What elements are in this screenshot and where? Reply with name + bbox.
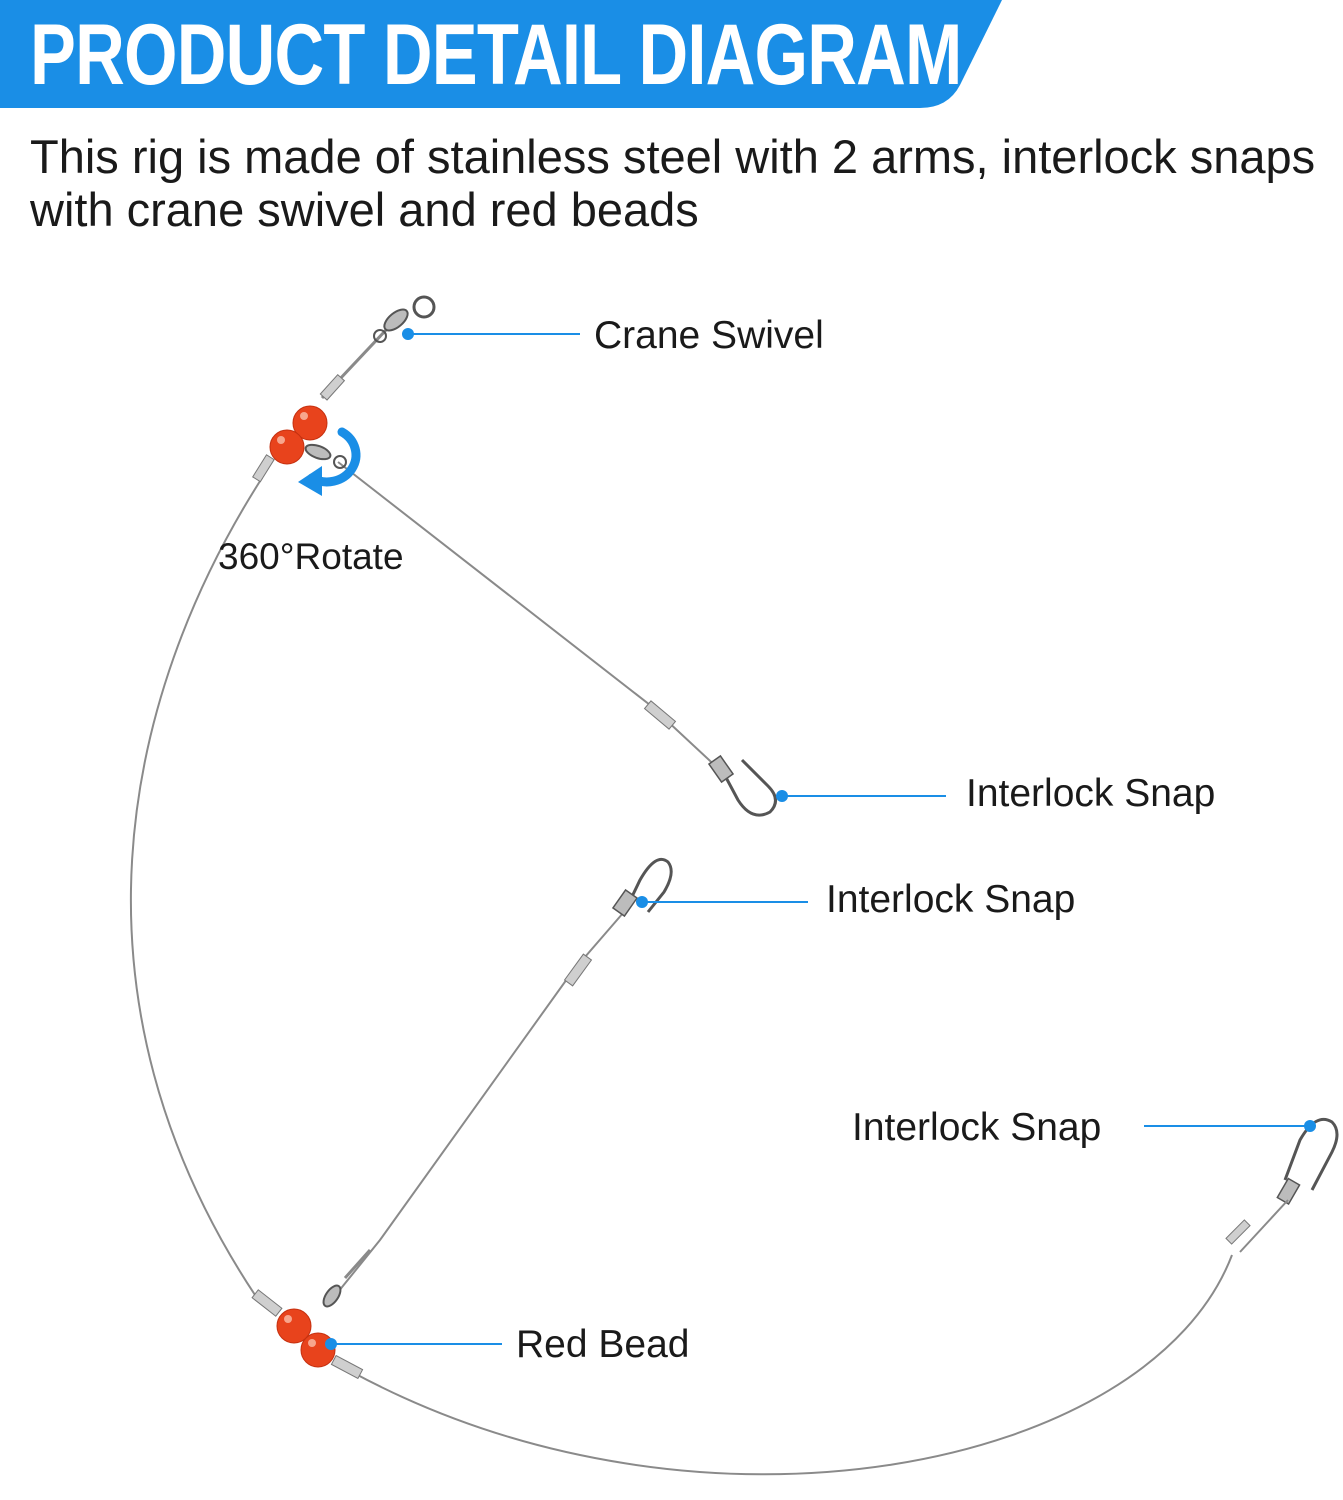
callout-dot-crane-swivel [402,328,414,340]
title-banner-shape [0,0,1002,108]
callout-dot-interlock-upper [776,790,788,802]
crimp-sleeve [330,1354,364,1380]
rotate-arrow-icon [298,427,361,496]
label-interlock-snap-right: Interlock Snap [852,1106,1101,1149]
crimp-sleeve [643,700,677,730]
crimp-sleeve [319,373,346,401]
red-bead [300,1332,336,1368]
label-red-bead: Red Bead [516,1323,689,1366]
crimp-sleeve [251,1289,283,1317]
bead-highlight [300,412,308,420]
callout-dot-interlock-middle [636,896,648,908]
page-title: PRODUCT DETAIL DIAGRAM [30,7,962,103]
crimp-sleeve [1225,1219,1251,1245]
product-description: This rig is made of stainless steel with… [30,130,1316,236]
bead-highlight [277,436,285,444]
crimp-sleeve [252,454,275,483]
lower-swivel [322,1249,372,1308]
label-interlock-snap-middle: Interlock Snap [826,878,1075,921]
interlock-snap-middle [611,857,673,918]
title-banner [0,0,1002,108]
label-interlock-snap-upper: Interlock Snap [966,772,1215,815]
callout-dot-interlock-right [1304,1120,1316,1132]
label-crane-swivel: Crane Swivel [594,314,824,357]
interlock-snap-upper [707,754,777,817]
crimp-sleeve [563,953,593,987]
crane-swivel [373,295,436,343]
lower-arm-wire [329,904,631,1303]
interlock-snap-right [1239,1117,1339,1253]
label-rotate: 360°Rotate [218,536,404,577]
callout-dot-red-bead [325,1338,337,1350]
junction-swivel [304,443,347,469]
main-wire [129,477,263,1296]
bead-highlight [308,1339,316,1347]
bead-highlight [284,1315,292,1323]
red-bead [269,429,305,465]
bottom-wire [351,1254,1233,1476]
